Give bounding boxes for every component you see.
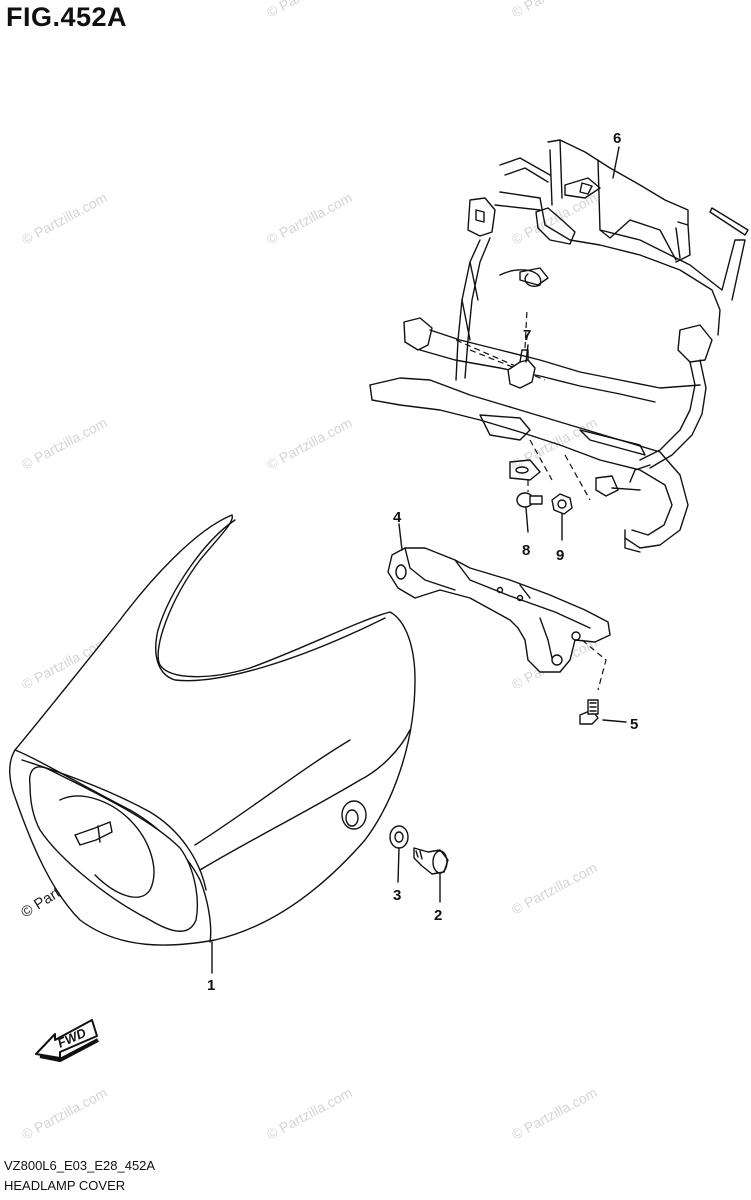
- figure-code: VZ800L6_E03_E28_452A: [4, 1158, 156, 1173]
- callout-1: 1: [207, 977, 215, 994]
- part-2-bolt[interactable]: [413, 847, 449, 875]
- callout-3: 3: [393, 887, 401, 904]
- watermark-text: © Partzilla.com: [264, 1084, 355, 1142]
- callout-4: 4: [393, 509, 402, 526]
- part-8-bolt[interactable]: [516, 480, 543, 508]
- figure-title: FIG.452A: [6, 2, 128, 32]
- watermark-text: © Partzilla.com: [264, 0, 355, 21]
- callout-9: 9: [556, 547, 564, 564]
- callout-6: 6: [613, 130, 621, 147]
- part-6-headlamp-bracket[interactable]: [369, 139, 749, 553]
- fwd-arrow-icon: FWD: [35, 1019, 99, 1063]
- callout-8: 8: [522, 542, 530, 559]
- part-9-nut[interactable]: [551, 493, 573, 515]
- watermark-text: © Partzilla.com: [19, 1084, 110, 1142]
- watermark-text: © Partzilla.com: [509, 1084, 600, 1142]
- watermark-text: © Partzilla.com: [19, 189, 110, 247]
- part-1-headlamp-cover[interactable]: [9, 514, 416, 946]
- watermark-text: © Partzilla.com: [264, 414, 355, 472]
- part-3-washer[interactable]: [389, 825, 409, 849]
- figure-name: HEADLAMP COVER: [4, 1178, 126, 1193]
- watermark-text: © Partzilla.com: [19, 414, 110, 472]
- part-7-clip[interactable]: [507, 309, 536, 389]
- watermark-text: © Partzilla.com: [509, 859, 600, 917]
- watermark-group: © Partzilla.com © Partzilla.com © Partzi…: [18, 0, 600, 1143]
- part-5-bolt[interactable]: [579, 699, 627, 725]
- callout-7: 7: [523, 327, 531, 344]
- watermark-text: © Partzilla.com: [509, 0, 600, 21]
- part-4-mounting-bracket[interactable]: [387, 547, 611, 691]
- leader-lines: [211, 146, 620, 974]
- callout-2: 2: [434, 907, 442, 924]
- watermark-text: © Partzilla.com: [264, 189, 355, 247]
- callout-5: 5: [630, 716, 638, 733]
